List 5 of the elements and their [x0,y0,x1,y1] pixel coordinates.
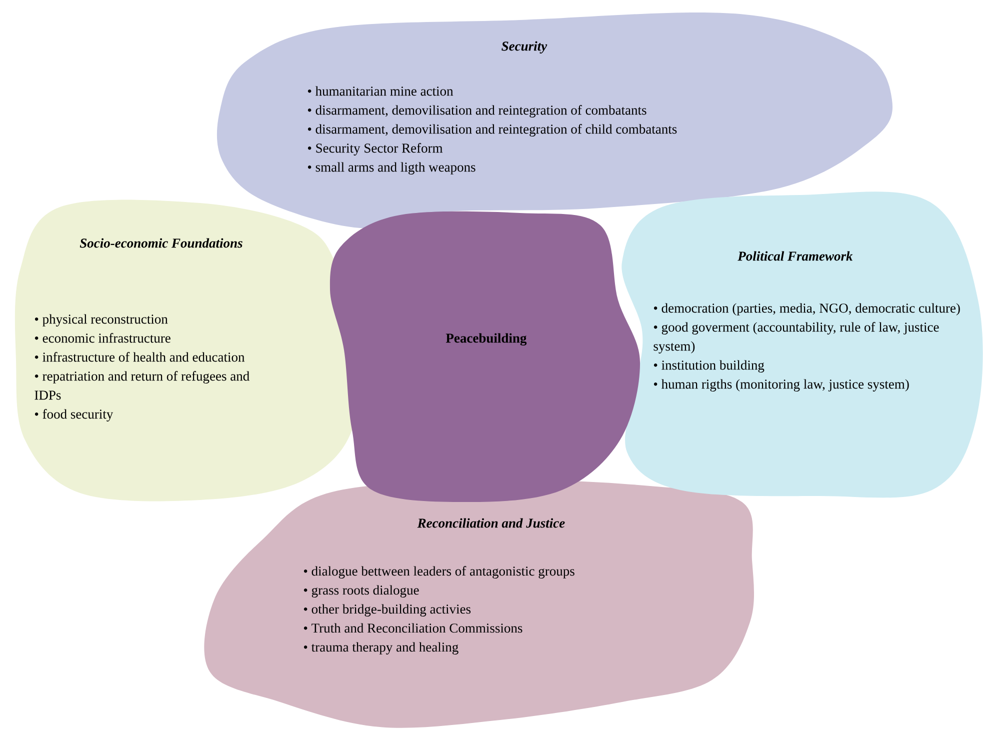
region-blob: Peacebuilding [330,211,640,502]
region-blob: Security • humanitarian mine action • disarmament, demovilisation and reintegration of combatants • disarmament, demovilisation and reintegration of child combatants • Security Sector Reform • small arms and ligth weapons [216,12,892,228]
region-blob: Socio-economic Foundations • physical reconstruction • economic infrastructure • infrastructure of health and education • repatriation and return of refugees and IDPs • food security [14,200,357,502]
region-blob: Reconciliation and Justice • dialogue bettween leaders of antagonistic groups • grass roots dialogue • other bridge-building activies • Truth and Reconciliation Commissions • trauma therapy and healing [204,480,754,728]
region-blob: Political Framework • democration (parties, media, NGO, democratic culture) • good goverment (accountability, rule of law, justice system) • institution building • human rigths (monitoring law, justice system) [622,192,983,498]
